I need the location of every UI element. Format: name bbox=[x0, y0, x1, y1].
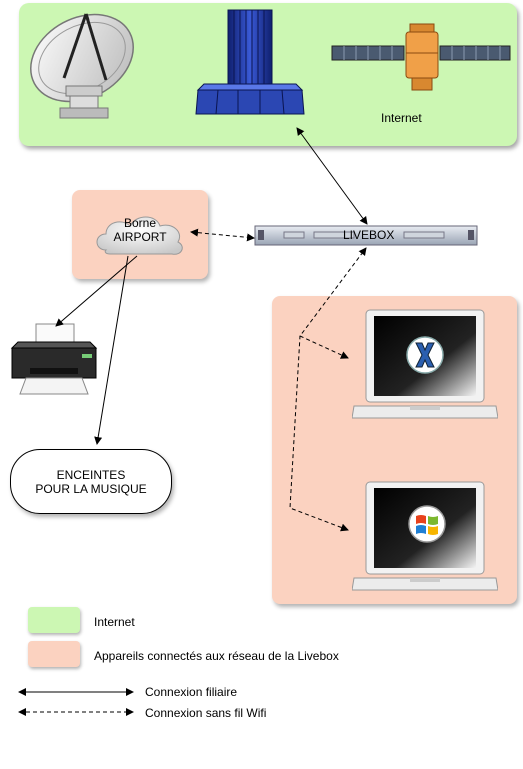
wifi-link-laptop1-livebox bbox=[299, 247, 367, 359]
wired-link-airport-printer bbox=[55, 255, 138, 327]
satellite-icon bbox=[331, 23, 511, 91]
wifi-link-airport-livebox bbox=[190, 228, 255, 242]
wired-link-airport-speakers bbox=[94, 255, 129, 445]
speakers-label-line1: ENCEINTES bbox=[56, 467, 126, 482]
router-icon bbox=[254, 225, 478, 246]
printer-icon bbox=[10, 323, 98, 395]
airport-label-line2: AIRPORT bbox=[113, 230, 167, 244]
internet-label: Internet bbox=[381, 111, 422, 125]
livebox-label: LIVEBOX bbox=[343, 228, 395, 242]
airport-label-line1: Borne bbox=[123, 216, 157, 230]
legend-internet-swatch bbox=[28, 607, 80, 633]
speakers-label-line2: POUR LA MUSIQUE bbox=[35, 481, 147, 496]
supercomputer-icon bbox=[195, 9, 305, 115]
airport-label: Borne AIRPORT bbox=[106, 216, 174, 244]
legend-wifi-label: Connexion sans fil Wifi bbox=[145, 706, 267, 720]
legend-wired-label: Connexion filiaire bbox=[145, 685, 238, 699]
mac-os-x-icon bbox=[406, 336, 444, 374]
speakers-node: ENCEINTES POUR LA MUSIQUE bbox=[10, 449, 172, 514]
cloud-icon bbox=[96, 216, 183, 255]
wifi-link-laptop2-livebox bbox=[289, 335, 349, 532]
satellite-dish-icon bbox=[30, 13, 134, 119]
legend-livebox-label: Appareils connectés aux réseau de la Liv… bbox=[94, 649, 339, 663]
windows-logo-icon bbox=[408, 505, 446, 543]
legend-internet-label: Internet bbox=[94, 615, 135, 629]
legend-livebox-swatch bbox=[28, 641, 80, 667]
wired-link-internet-livebox bbox=[296, 127, 368, 225]
